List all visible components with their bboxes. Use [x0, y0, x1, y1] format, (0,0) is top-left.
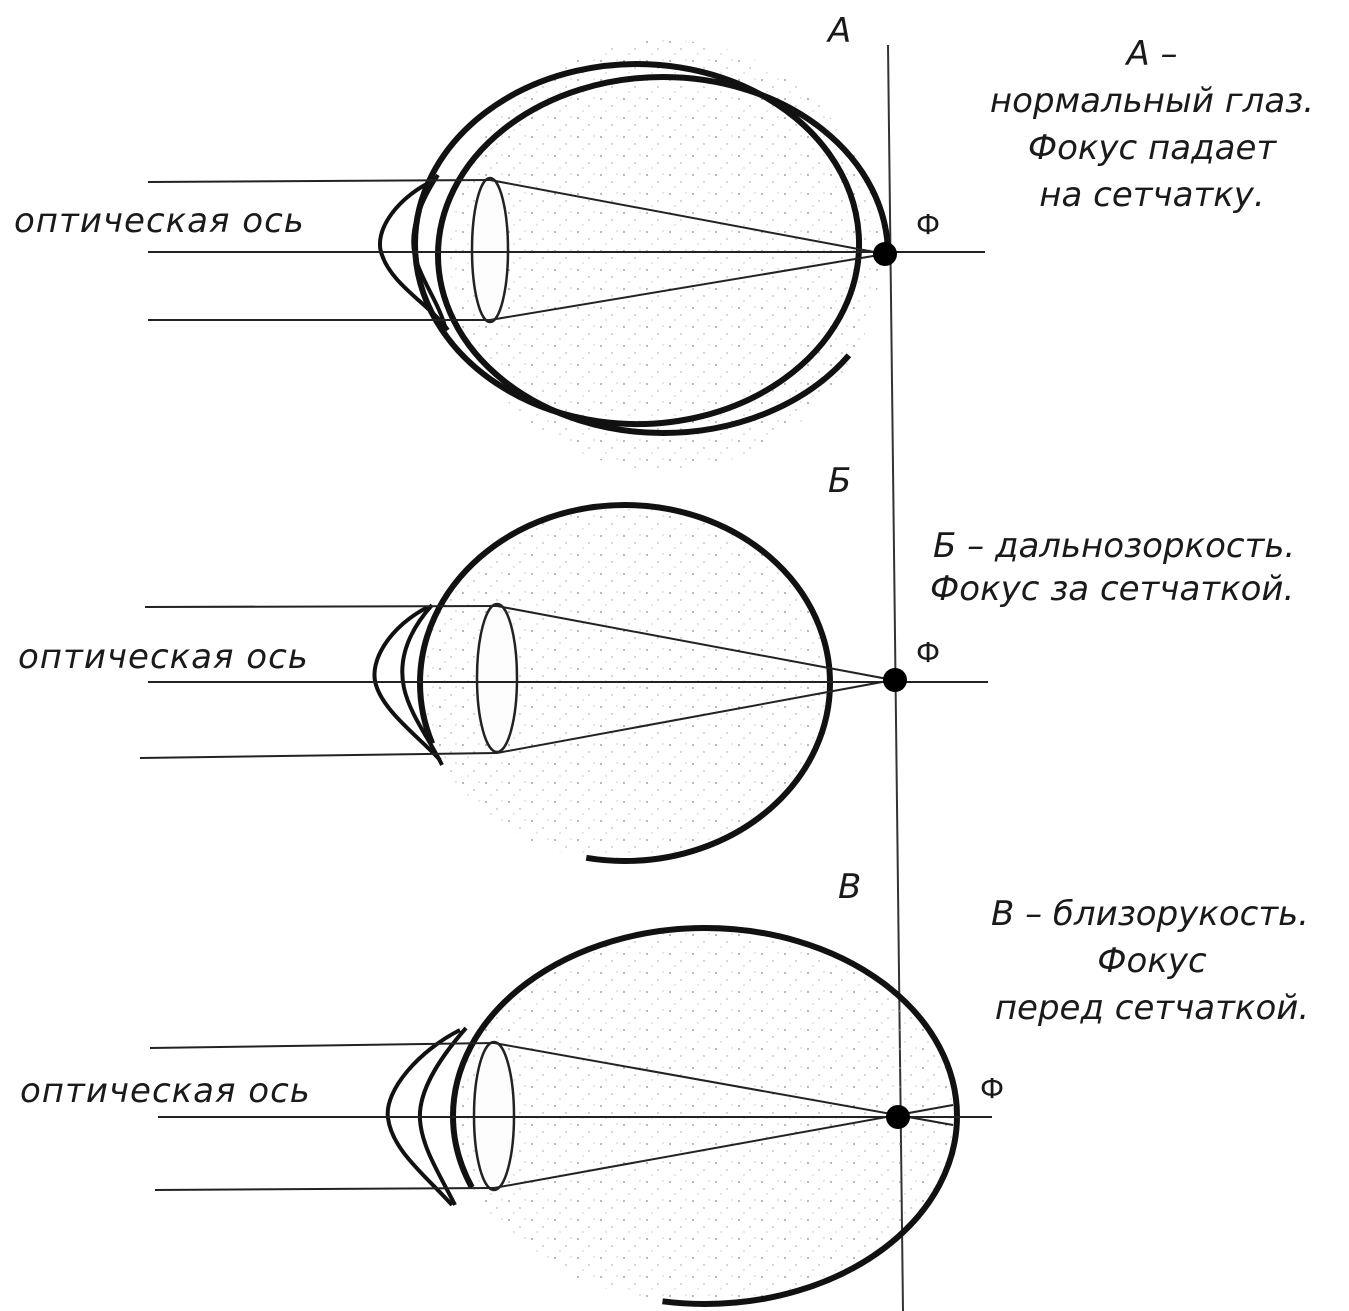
- focus-label: Ф: [980, 1072, 1004, 1105]
- refracted-ray-bottom: [493, 1104, 954, 1189]
- caption-line: на сетчатку.: [1039, 175, 1264, 215]
- panel-myopia: В оптическая ось Ф В – близорукость. Фок…: [20, 867, 1309, 1307]
- light-ray-top: [147, 179, 491, 183]
- eyeball-outline: [412, 61, 862, 427]
- refracted-ray-bottom: [489, 253, 886, 321]
- focus-point: [886, 1105, 910, 1129]
- cornea-outer: [378, 178, 450, 332]
- panel-letter: А: [826, 11, 851, 51]
- focus-point: [873, 242, 897, 266]
- panel-normal-eye: А оптическая ось Ф А – нормальный глаз. …: [14, 11, 1314, 470]
- light-ray-top: [149, 1042, 495, 1049]
- caption-line: Фокус: [1097, 941, 1207, 981]
- focus-point: [883, 668, 907, 692]
- caption-line: Б – дальнозоркость.: [933, 526, 1295, 566]
- caption: А – нормальный глаз. Фокус падает на сет…: [990, 34, 1314, 215]
- lens: [470, 176, 510, 324]
- cornea-inner: [417, 1026, 468, 1206]
- caption-line: Фокус падает: [1028, 128, 1278, 168]
- caption-line: Фокус за сетчаткой.: [930, 569, 1294, 609]
- light-ray-bottom: [154, 1187, 495, 1191]
- light-ray-top: [144, 605, 498, 608]
- light-ray-bottom: [139, 752, 498, 759]
- optical-axis-label: оптическая ось: [14, 201, 305, 241]
- panel-letter: Б: [828, 461, 851, 501]
- focus-label: Ф: [916, 208, 940, 241]
- caption: Б – дальнозоркость. Фокус за сетчаткой.: [930, 526, 1295, 609]
- caption-line: А –: [1124, 34, 1177, 74]
- refracted-ray-top: [489, 179, 886, 255]
- panel-hyperopia: Б оптическая ось Ф Б – дальнозоркость. Ф…: [18, 461, 1295, 864]
- optical-axis-label: оптическая ось: [18, 637, 309, 677]
- cornea-inner: [400, 603, 444, 766]
- cornea-inner: [411, 173, 448, 331]
- cornea-outer: [372, 605, 442, 762]
- focus-label: Ф: [916, 636, 940, 669]
- panel-letter: В: [838, 867, 861, 907]
- eyeball: [450, 40, 880, 470]
- lens: [475, 602, 519, 754]
- caption-line: перед сетчаткой.: [995, 988, 1309, 1028]
- caption-line: нормальный глаз.: [990, 81, 1314, 121]
- refracted-ray-bottom: [496, 679, 894, 754]
- optical-axis-label: оптическая ось: [20, 1071, 311, 1111]
- caption: В – близорукость. Фокус перед сетчаткой.: [991, 894, 1309, 1028]
- refracted-ray-top: [493, 1042, 954, 1126]
- caption-line: В – близорукость.: [991, 894, 1309, 934]
- refracted-ray-top: [496, 605, 894, 681]
